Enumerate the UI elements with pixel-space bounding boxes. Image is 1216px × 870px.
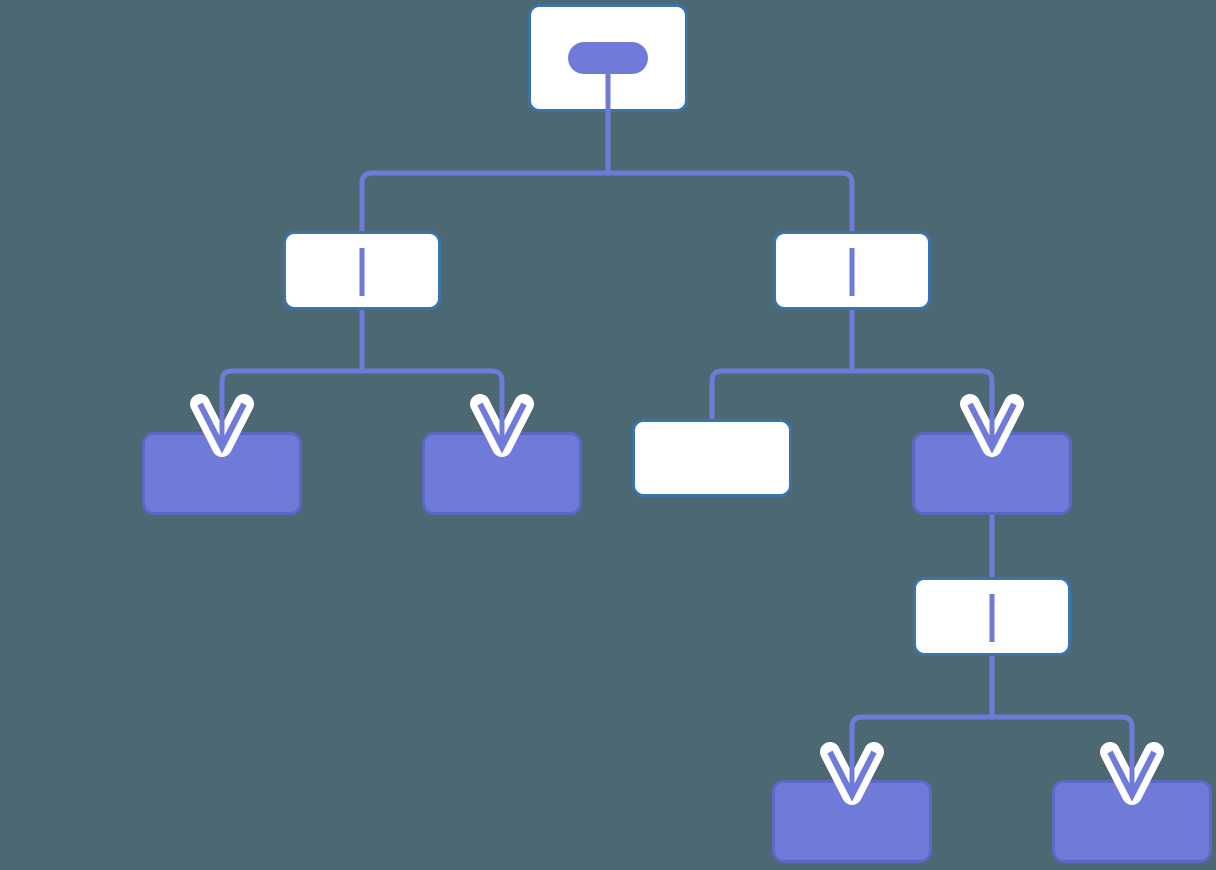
connector-e-bus1-right xyxy=(608,170,855,231)
arrowhead-layer xyxy=(190,394,1164,805)
connector-e-bus2-leaf1 xyxy=(219,368,362,432)
connector-e-bus2-leaf2 xyxy=(362,368,505,432)
node-leaf-3[interactable] xyxy=(632,419,792,497)
badge-pill-root[interactable] xyxy=(568,42,648,74)
connector-e-bus4-leaf6 xyxy=(992,714,1135,780)
badge-layer xyxy=(568,42,648,112)
inner-line-layer xyxy=(359,248,995,642)
connector-e-bus3-leaf4 xyxy=(852,368,995,432)
connector-e-bus4-leaf5 xyxy=(849,714,992,780)
connector-e-bus3-leaf3 xyxy=(709,368,852,419)
connector-e-bus1-left xyxy=(359,170,608,231)
node-layer xyxy=(142,4,1212,863)
